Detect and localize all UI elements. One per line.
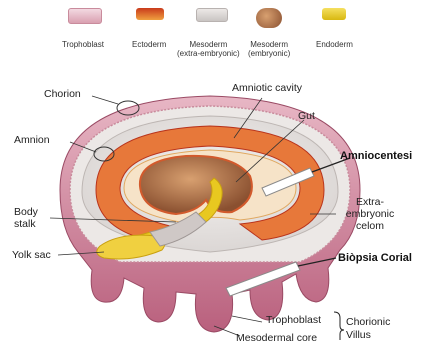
label-body-stalk-line1: Body	[14, 206, 38, 218]
label-gut: Gut	[298, 110, 315, 122]
label-amnion: Amnion	[14, 134, 50, 146]
label-biopsia-corial: Biòpsia Corial	[338, 252, 412, 264]
label-yolk-sac: Yolk sac	[12, 249, 51, 261]
label-extra-embryonic-line3: celom	[340, 220, 400, 232]
embryo-body	[140, 156, 252, 214]
label-chorion: Chorion	[44, 88, 81, 100]
label-body-stalk-line2: stalk	[14, 218, 36, 230]
label-extra-embryonic-line1: Extra-	[340, 196, 400, 208]
label-extra-embryonic-line2: embryonic	[336, 208, 404, 220]
label-amniotic-cavity: Amniotic cavity	[232, 82, 302, 94]
label-mesodermal-core: Mesodermal core	[236, 332, 317, 344]
label-chorionic: Chorionic	[346, 316, 390, 328]
label-trophoblast: Trophoblast	[266, 314, 321, 326]
label-villus: Villus	[346, 329, 371, 341]
label-amniocentesis: Amniocentesi	[340, 150, 412, 162]
villus-bracket	[334, 312, 344, 340]
